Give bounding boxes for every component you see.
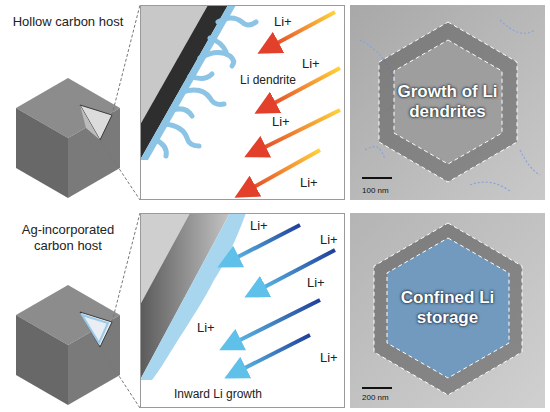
scale-bar-label: 100 nm bbox=[362, 186, 389, 195]
tem-caption: Confined Li storage bbox=[385, 288, 510, 328]
growth-label: Inward Li growth bbox=[173, 387, 263, 401]
tem-image-dendrites bbox=[350, 5, 545, 200]
dendrite-label: Li dendrite bbox=[239, 73, 297, 87]
ion-label: Li+ bbox=[319, 233, 339, 247]
tem-caption: Growth of Li dendrites bbox=[375, 82, 520, 122]
ion-label: Li+ bbox=[196, 321, 216, 335]
inward-growth-schematic bbox=[140, 213, 335, 380]
schematic-panel: Li+ Li+ Li+ Li+ Li dendrite bbox=[140, 5, 345, 200]
scale-bar-label: 200 nm bbox=[362, 393, 389, 402]
host-label: Hollow carbon host bbox=[3, 14, 133, 30]
zoom-line bbox=[100, 140, 140, 200]
dendrite-schematic bbox=[140, 5, 340, 192]
tem-panel: Growth of Li dendrites 100 nm bbox=[350, 5, 545, 200]
ion-label: Li+ bbox=[249, 219, 269, 233]
tem-panel: Confined Li storage 200 nm bbox=[350, 213, 545, 408]
ion-label: Li+ bbox=[299, 176, 319, 190]
ion-label: Li+ bbox=[273, 15, 293, 29]
schematic-panel: Li+ Li+ Li+ Li+ Li+ Inward Li growth bbox=[140, 213, 345, 408]
polyhedron-ag bbox=[16, 285, 120, 405]
zoom-line bbox=[112, 213, 140, 322]
ion-label: Li+ bbox=[301, 57, 321, 71]
tem-image-confined bbox=[350, 213, 545, 408]
host-label: Ag-incorporated carbon host bbox=[3, 222, 133, 254]
ion-label: Li+ bbox=[319, 351, 339, 365]
ion-label: Li+ bbox=[306, 276, 326, 290]
polyhedron-hollow bbox=[16, 78, 120, 198]
ion-label: Li+ bbox=[271, 115, 291, 129]
zoom-line bbox=[100, 347, 140, 408]
